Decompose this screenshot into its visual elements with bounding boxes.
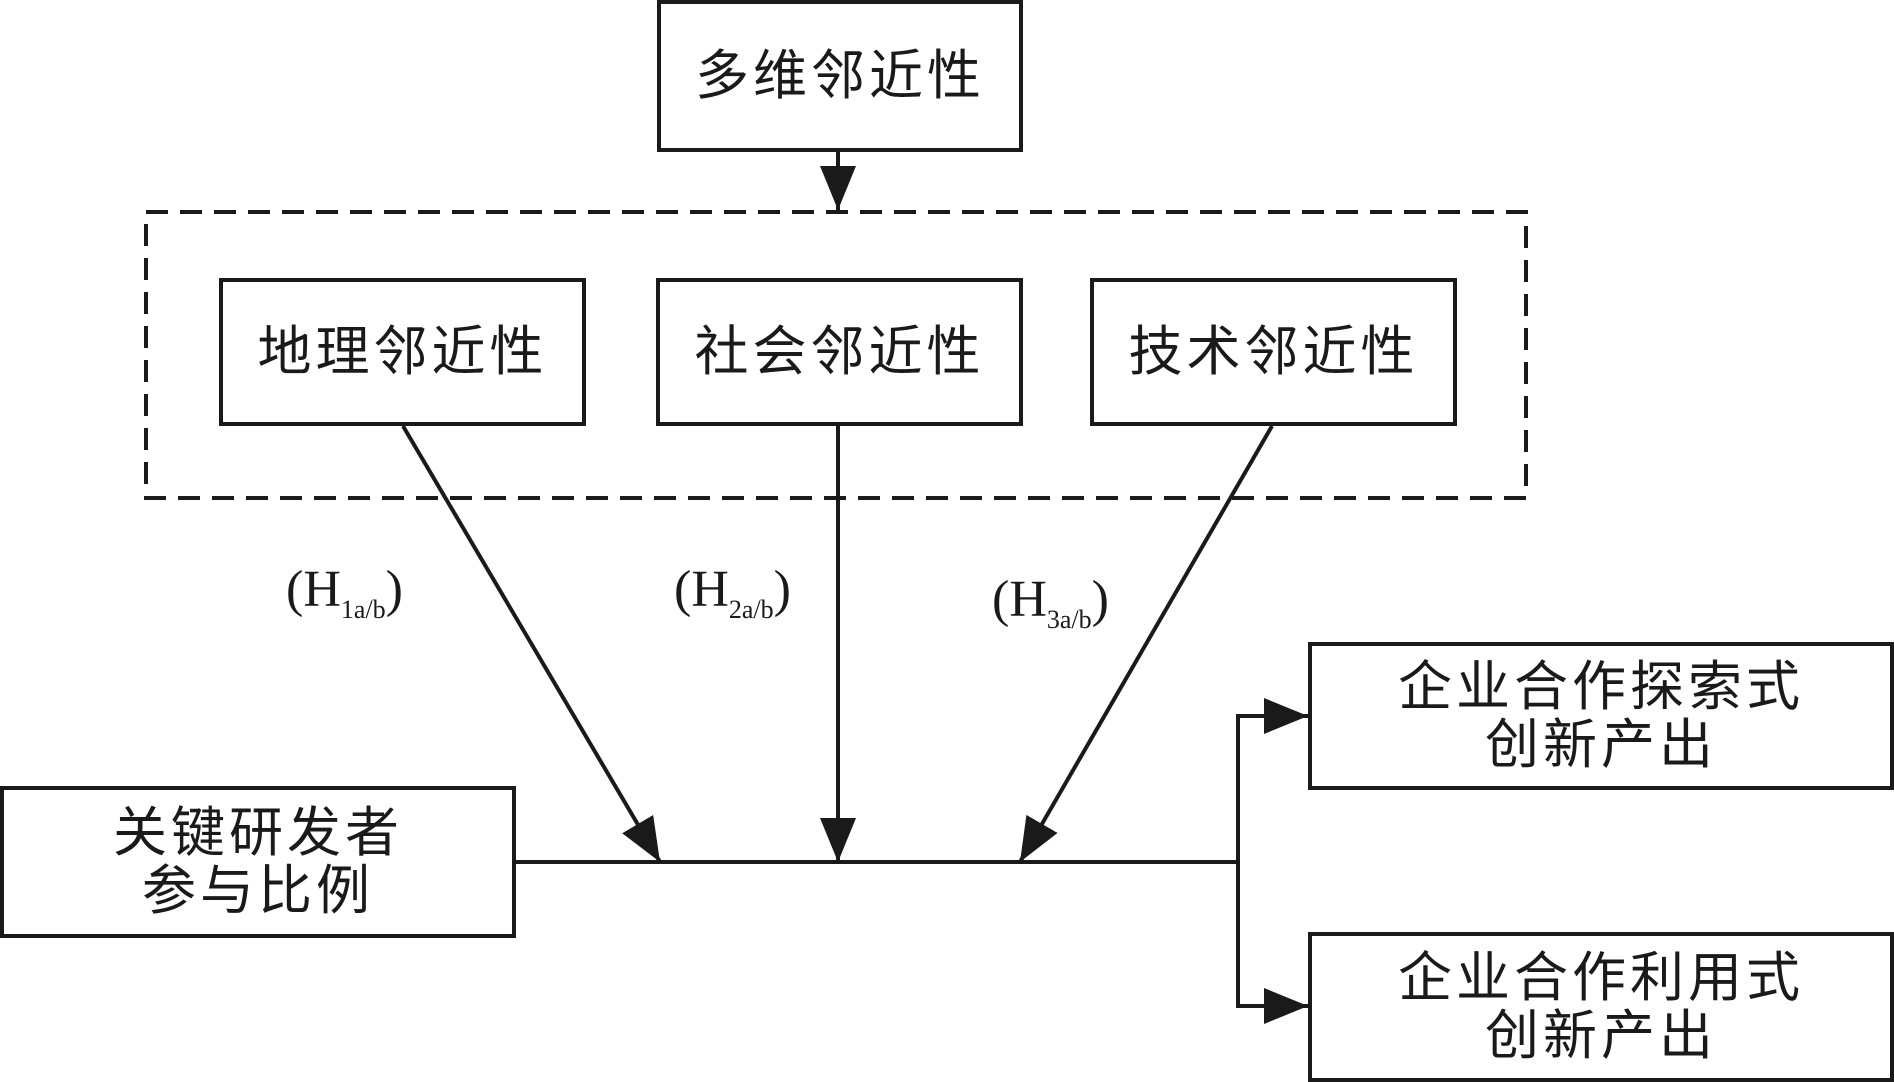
key-rd-personnel-line2: 参与比例 [142, 859, 374, 922]
exploitative-innovation-output-box: 企业合作利用式 创新产出 [1308, 932, 1894, 1082]
geographic-proximity-label: 地理邻近性 [257, 319, 548, 383]
geographic-proximity-box: 地理邻近性 [219, 278, 586, 426]
hypothesis-h2-label: (H2a/b) [674, 561, 791, 624]
exploitative-output-line2: 创新产出 [1485, 1004, 1717, 1067]
multi-dimensional-proximity-label: 多维邻近性 [695, 43, 985, 107]
exploratory-output-line1: 企业合作探索式 [1398, 654, 1804, 718]
arrow-tech-to-path [1018, 424, 1274, 864]
technological-proximity-label: 技术邻近性 [1128, 319, 1419, 383]
multi-dimensional-proximity-box: 多维邻近性 [657, 0, 1023, 152]
technological-proximity-box: 技术邻近性 [1090, 278, 1457, 426]
exploratory-innovation-output-box: 企业合作探索式 创新产出 [1308, 642, 1894, 790]
social-proximity-box: 社会邻近性 [656, 278, 1023, 426]
key-rd-personnel-line1: 关键研发者 [113, 800, 403, 864]
key-rd-personnel-ratio-box: 关键研发者 参与比例 [0, 786, 516, 938]
social-proximity-label: 社会邻近性 [694, 319, 985, 383]
hypothesis-h1-label: (H1a/b) [286, 561, 403, 624]
arrow-geo-to-path [401, 424, 662, 864]
hypothesis-h3-label: (H3a/b) [992, 571, 1109, 634]
exploitative-output-line1: 企业合作利用式 [1398, 945, 1804, 1009]
exploratory-output-line2: 创新产出 [1485, 713, 1717, 776]
